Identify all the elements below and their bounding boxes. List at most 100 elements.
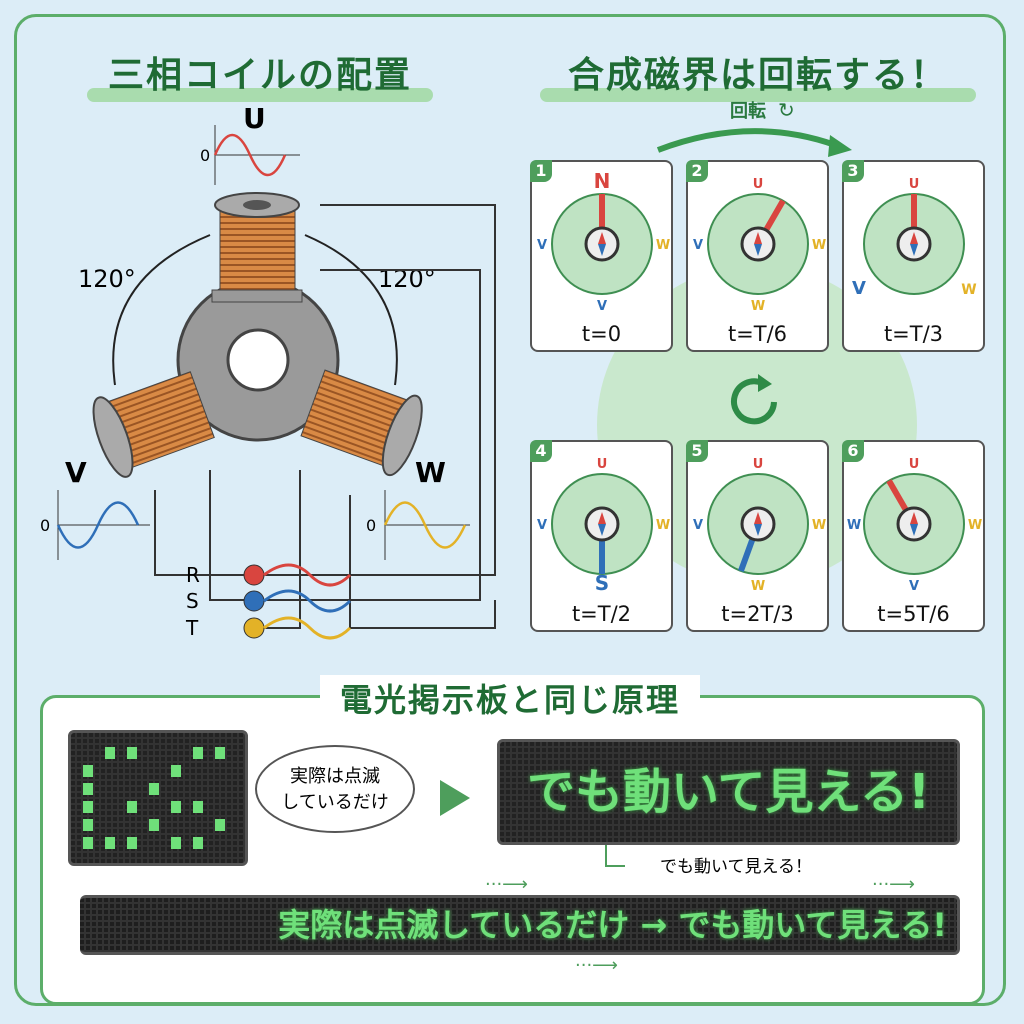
coil-u — [211, 192, 303, 303]
axis-label-left: V — [693, 238, 703, 253]
led-dot — [83, 801, 93, 813]
coil-w — [300, 369, 423, 477]
led-dot — [105, 837, 115, 849]
u-waveform: 0 U — [200, 102, 300, 185]
phase-sources: R S T — [185, 563, 352, 640]
axis-label-left: V — [537, 238, 547, 253]
card-number: 3 — [842, 160, 864, 182]
field-card-1: 1 N V W V t=0 — [530, 160, 673, 352]
card-number: 2 — [686, 160, 708, 182]
motion-arrow: ···⟶ — [485, 874, 528, 895]
field-card-2: 2 U V W W t=T/6 — [686, 160, 829, 352]
axis-label-top: U — [753, 457, 764, 472]
phase-t-label: T — [185, 616, 199, 640]
cycle-icon — [731, 374, 777, 425]
field-card-4: 4 U V W S t=T/2 — [530, 440, 673, 632]
svg-text:回転: 回転 — [730, 100, 766, 122]
axis-label-right: W — [968, 518, 982, 533]
axis-label-bottom: V — [909, 579, 919, 594]
v-label: V — [65, 456, 87, 489]
axis-label-left: V — [693, 518, 703, 533]
axis-label-top: U — [753, 177, 764, 192]
field-card-3: 3 U V W t=T/3 — [842, 160, 985, 352]
stator-core — [176, 278, 340, 442]
led-dot — [83, 819, 93, 831]
led-dot — [171, 765, 181, 777]
rotation-arrow: 回転 ↻ — [656, 98, 852, 157]
svg-text:0: 0 — [366, 516, 376, 535]
axis-label-bottom: S — [595, 571, 609, 595]
led-dot — [127, 837, 137, 849]
coil-v — [92, 371, 215, 478]
led-dot — [215, 819, 225, 831]
card-number: 6 — [842, 440, 864, 462]
led-dot — [149, 819, 159, 831]
axis-label-left: V — [537, 518, 547, 533]
motion-arrow: ···⟶ — [575, 955, 618, 976]
axis-label-top: N — [594, 169, 611, 193]
u-label: U — [243, 102, 266, 135]
svg-text:↻: ↻ — [778, 98, 795, 122]
axis-label-bottom: W — [751, 579, 765, 594]
led-dot — [83, 783, 93, 795]
axis-label-right: W — [656, 238, 670, 253]
axis-label-top: U — [909, 457, 920, 472]
axis-label-top: U — [597, 457, 608, 472]
time-label: t=T/3 — [883, 322, 944, 346]
time-label: t=T/2 — [571, 602, 632, 626]
three-phase-coil-diagram: 0 U 120° 120° V W 0 0 R S T — [40, 102, 496, 640]
led-dot — [193, 837, 203, 849]
axis-label-left: W — [847, 518, 861, 533]
v-waveform: 0 — [40, 490, 150, 560]
caption-pointer — [605, 845, 625, 867]
axis-label-bl: V — [852, 278, 866, 299]
axis-label-right: W — [812, 518, 826, 533]
axis-label-br: W — [961, 282, 976, 298]
led-dot — [171, 837, 181, 849]
svg-text:0: 0 — [200, 146, 210, 165]
phase-s-label: S — [186, 589, 199, 613]
axis-label-bottom: W — [751, 299, 765, 314]
led-dot — [127, 747, 137, 759]
led-sign-large: でも動いて見える! — [497, 739, 960, 845]
time-label: t=0 — [581, 322, 622, 346]
led-dot — [105, 747, 115, 759]
speech-bubble: 実際は点滅しているだけ — [255, 745, 415, 833]
w-waveform: 0 — [366, 490, 470, 560]
axis-label-top: U — [909, 177, 920, 192]
angle-label-left: 120° — [78, 265, 136, 293]
field-card-5: 5 U V W W t=2T/3 — [686, 440, 829, 632]
led-dot — [215, 747, 225, 759]
led-dot — [149, 783, 159, 795]
phase-r-label: R — [186, 563, 200, 587]
led-dot — [83, 837, 93, 849]
angle-arc-right — [304, 234, 398, 386]
led-dot — [83, 765, 93, 777]
time-label: t=T/6 — [727, 322, 788, 346]
time-label: t=5T/6 — [877, 602, 950, 626]
led-dot — [193, 747, 203, 759]
axis-label-bottom: V — [597, 299, 607, 314]
wiring — [154, 204, 496, 629]
axis-label-right: W — [656, 518, 670, 533]
led-matrix-closeup — [68, 730, 248, 866]
axis-label-right: W — [812, 238, 826, 253]
led-dot — [193, 801, 203, 813]
motion-arrow: ···⟶ — [872, 874, 915, 895]
led-dot — [171, 801, 181, 813]
bottom-title: 電光掲示板と同じ原理 — [320, 675, 700, 721]
sign-caption: でも動いて見える！ — [660, 857, 812, 877]
card-number: 4 — [530, 440, 552, 462]
svg-text:0: 0 — [40, 516, 50, 535]
right-title: 合成磁界は回転する！ — [540, 46, 976, 102]
card-number: 1 — [530, 160, 552, 182]
angle-arc-left — [112, 234, 211, 386]
led-dot — [127, 801, 137, 813]
arrow-right-icon — [440, 780, 470, 816]
card-number: 5 — [686, 440, 708, 462]
time-label: t=2T/3 — [721, 602, 794, 626]
field-card-6: 6 U W W V t=5T/6 — [842, 440, 985, 632]
w-label: W — [415, 456, 446, 489]
led-ticker: 実際は点滅しているだけ → でも動いて見える! — [80, 895, 960, 955]
led-dot-pattern — [83, 747, 225, 849]
